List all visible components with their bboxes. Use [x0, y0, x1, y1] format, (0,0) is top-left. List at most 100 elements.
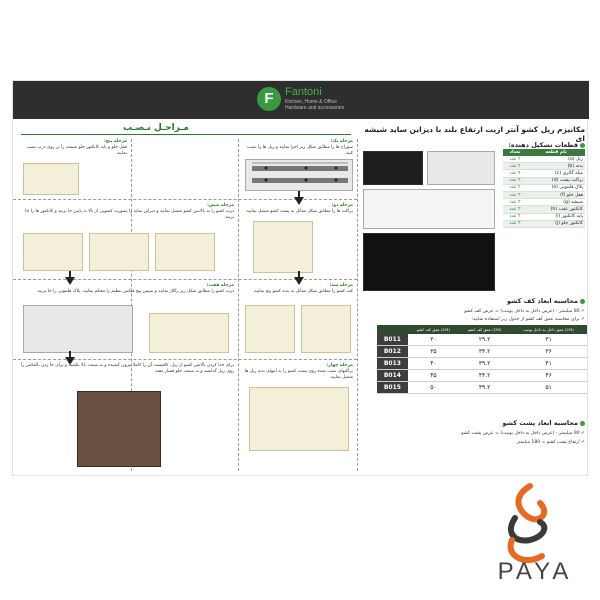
- floor-calc-line-2-text: برای محاسبه عمق کف کشو از جدول زیر استفا…: [471, 317, 580, 322]
- part-qty: ۲ عدد: [503, 162, 528, 171]
- column-divider: [238, 139, 239, 471]
- part-name: کانکتور جلو (j): [527, 220, 585, 228]
- parts-heading: قطعات تشکیل دهنده:: [433, 141, 585, 149]
- down-arrow-icon: [65, 277, 75, 285]
- step-4-title: مرحله چهار:: [326, 363, 353, 368]
- bullet-icon: [580, 142, 585, 148]
- paya-wordmark: PAYA: [497, 558, 573, 585]
- step-2: مرحله دو: براکت ها را مطابق شکل مقابل به…: [243, 203, 353, 215]
- step-8-body: برای جدا کردن بالانس کشو از ریل، کافیست …: [20, 363, 234, 374]
- part-name: ریل (a): [527, 156, 585, 164]
- dims-cell-b: ۴۴.۲: [459, 369, 511, 382]
- rail-parts-photo: [427, 151, 495, 185]
- bullet-icon: [580, 298, 585, 304]
- check-icon: ✔: [581, 440, 585, 445]
- dims-cell-b: ۲۹.۲: [459, 334, 511, 346]
- flow-arrow-stem: [298, 191, 300, 197]
- step-7-title: مرحله هفت:: [206, 283, 234, 288]
- step-6-diagram-a: [23, 233, 83, 271]
- parts-row: پایه کانکتور (i)۲ عدد: [503, 213, 585, 221]
- part-name: براکت پشت (d): [527, 177, 585, 185]
- brand-tagline: Kitchen, Home & Office Hardware and acce…: [285, 99, 345, 111]
- dims-cell-b: ۴۹.۲: [459, 381, 511, 394]
- instruction-sheet: F Fantoni Kitchen, Home & Office Hardwar…: [12, 80, 589, 476]
- flow-arrow-stem: [69, 351, 71, 357]
- step-3: مرحله سه: کف کشو را مطابق شکل مقابل به ب…: [243, 283, 353, 295]
- parts-row: بدنه (b)۲ عدد: [503, 162, 585, 171]
- components-photo: [363, 189, 495, 229]
- part-qty: ۲ عدد: [503, 205, 528, 214]
- step-3-diagram-a: [245, 305, 295, 353]
- back-calc-line-1: ✔ 90 میلیمتر - (عرض داخل به داخل یونیت) …: [375, 431, 585, 436]
- back-calc-line-1-text: 90 میلیمتر - (عرض داخل به داخل یونیت) = …: [461, 431, 580, 436]
- down-arrow-icon: [294, 197, 304, 205]
- part-name: پایه کانکتور (i): [527, 213, 585, 221]
- parts-row: براکت پشت (d)۲ عدد: [503, 177, 585, 185]
- floor-calc-line-1: ✔ 80 میلیمتر - (عرض داخل به داخل یونیت) …: [375, 309, 585, 314]
- step-3-diagram-b: [301, 305, 351, 353]
- part-qty: ۲ عدد: [503, 184, 528, 192]
- step-7-body: درب کشو را مطابق شکل زیر رگلاژ نمایید و …: [36, 289, 234, 294]
- row-divider: [13, 199, 357, 200]
- dims-col-c: عمق داخل به داخل یونیت (CM): [510, 325, 587, 334]
- dims-cell-b: ۳۹.۲: [459, 357, 511, 370]
- parts-row: شیشه (g)۲ عدد: [503, 198, 585, 207]
- dims-cell-c: ۴۱: [510, 357, 587, 370]
- step-2-diagram: [253, 221, 313, 273]
- brand-name: Fantoni: [285, 86, 322, 98]
- dims-cell-c: ۳۱: [510, 334, 587, 346]
- step-2-title: مرحله دو:: [331, 203, 353, 208]
- dims-cell-a: ۳۵: [407, 345, 460, 358]
- part-qty: ۲ عدد: [503, 198, 528, 207]
- floor-calc-line-2: ✔ برای محاسبه عمق کف کشو از جدول زیر است…: [375, 317, 586, 322]
- step-7-diagram-a: [23, 305, 133, 353]
- flow-arrow-stem: [69, 271, 71, 277]
- floor-calc-heading: محاسبه ابعاد کف کشو: [433, 297, 585, 305]
- fantoni-logo-icon: F: [257, 87, 281, 111]
- step-4-diagram: [249, 387, 349, 451]
- part-name: پلاک فلنتونی (e): [527, 184, 585, 192]
- step-3-body: کف کشو را مطابق شکل مقابل به بدنه کشو پی…: [253, 289, 353, 294]
- parts-row: قفل جلو (f)۲ عدد: [503, 191, 585, 200]
- step-1-diagram: [245, 159, 353, 191]
- step-4-body: براکتهای نصب شده روی پشت کشو را به انتها…: [244, 369, 353, 380]
- down-arrow-icon: [294, 277, 304, 285]
- drawer-render-photo: [363, 233, 495, 291]
- section-divider: [21, 134, 351, 135]
- step-5: مرحله پنج: قفل جلو و پایه کانکتور جلو شی…: [19, 139, 127, 157]
- floor-calc-heading-text: محاسبه ابعاد کف کشو: [506, 297, 578, 305]
- down-arrow-icon: [65, 357, 75, 365]
- step-1-title: مرحله یک:: [330, 139, 354, 144]
- part-qty: ۲ عدد: [503, 213, 528, 221]
- flow-arrow-stem: [298, 271, 300, 277]
- dims-cell-c: ۳۶: [510, 345, 587, 358]
- floor-calc-line-1-text: 80 میلیمتر - (عرض داخل به داخل یونیت) = …: [464, 309, 580, 314]
- row-divider: [13, 279, 357, 280]
- dims-cell-c: ۵۱: [510, 381, 587, 394]
- part-name: کانکتور عقب (h): [527, 205, 585, 214]
- step-2-body: براکت ها را مطابق شکل مقابل به پشت کشو م…: [245, 209, 353, 214]
- step-6-diagram-c: [155, 233, 215, 271]
- step-5-title: مرحله پنج:: [104, 139, 127, 144]
- dims-cell-code: B013: [377, 357, 408, 370]
- dims-cell-c: ۴۶: [510, 369, 587, 382]
- main-title: مکانیزم ریل کشو آنتر ازیت ارتفاع بلند با…: [364, 125, 585, 143]
- check-icon: ✔: [581, 309, 585, 314]
- parts-row: کانکتور عقب (h)۲ عدد: [503, 205, 585, 214]
- header-bar: F Fantoni Kitchen, Home & Office Hardwar…: [13, 81, 589, 119]
- check-icon: ✔: [581, 317, 585, 322]
- back-calc-line-2: ✔ ارتفاع پشت کشو = 180 میلیمتر: [375, 440, 585, 445]
- step-6-diagram-b: [89, 233, 149, 271]
- dims-cell-b: ۳۴.۲: [459, 345, 511, 358]
- step-7-diagram-b: [149, 313, 229, 353]
- step-8-photo: [77, 391, 161, 467]
- dims-cell-a: ۵۰: [407, 381, 460, 394]
- product-box-photo: [363, 151, 423, 185]
- paya-logo-icon: [507, 483, 548, 563]
- parts-row: کانکتور جلو (j)۲ عدد: [503, 220, 585, 228]
- column-divider: [357, 139, 358, 471]
- parts-row: میله گالری (c)۴ عدد: [503, 169, 585, 178]
